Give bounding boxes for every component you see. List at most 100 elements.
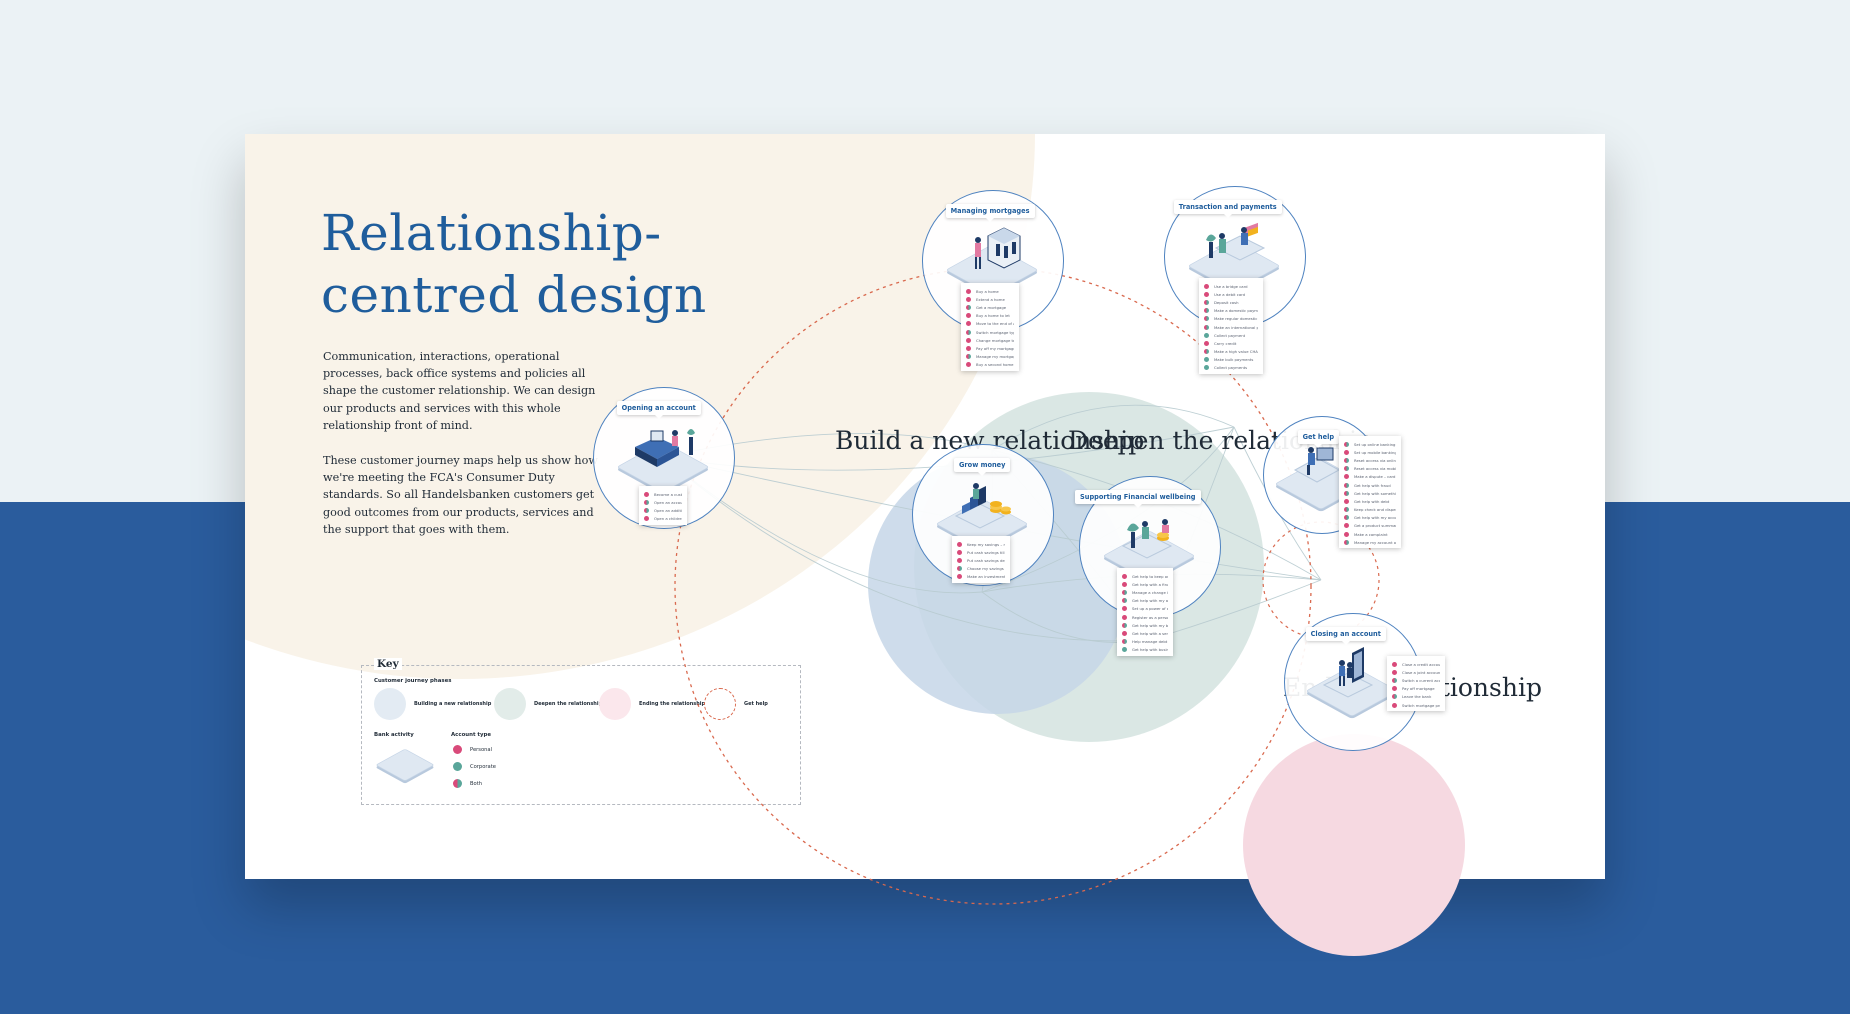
activity-item[interactable]: Get help with my account — [1344, 514, 1396, 522]
activity-item[interactable]: Help manage debt — [1122, 638, 1168, 646]
coins-stairs-icon — [948, 480, 1018, 540]
activity-item[interactable]: Close a credit account — [1392, 660, 1440, 668]
activity-item[interactable]: Change mortgage terms — [966, 336, 1014, 344]
activity-item[interactable]: Get help to keep on mortgage payments — [1122, 572, 1168, 580]
activity-item[interactable]: Become a customer — [644, 490, 682, 498]
activity-item[interactable]: Reset access via mobile banking — [1344, 465, 1396, 473]
both-dot-icon — [1204, 308, 1209, 314]
activity-item[interactable]: Set up online banking — [1344, 440, 1396, 448]
get-help-ring — [1262, 521, 1380, 639]
activity-item[interactable]: Make a dispute – card payment transactio… — [1344, 473, 1396, 481]
activity-item[interactable]: Get help with something else — [1344, 489, 1396, 497]
activity-text: Collect payments — [1214, 365, 1248, 371]
activity-item[interactable]: Switch mortgage provider — [1392, 701, 1440, 709]
activity-item[interactable]: Manage a change in financial circumstanc… — [1122, 588, 1168, 596]
corporate-dot-icon — [1204, 357, 1209, 363]
deepen-phase-label: Deepen the relationship — [1068, 426, 1374, 455]
corporate-dot-icon — [453, 762, 462, 771]
sofa-laptop-icon — [629, 423, 699, 477]
activity-item[interactable]: Put cash savings till later — [957, 548, 1005, 556]
activity-text: Get help with fraud — [1354, 482, 1391, 488]
activity-item[interactable]: Get help with fraud — [1344, 481, 1396, 489]
activity-item[interactable]: Make a domestic payment — [1204, 307, 1258, 315]
activity-item[interactable]: Pay off mortgage — [1392, 685, 1440, 693]
activity-item[interactable]: Keep my savings – regular account — [957, 540, 1005, 548]
activity-item[interactable]: Get a product summary — [1344, 522, 1396, 530]
activity-item[interactable]: Get a mortgage — [966, 303, 1014, 311]
activity-text: Become a customer — [654, 491, 682, 497]
key-build-swatch — [374, 688, 406, 720]
activity-item[interactable]: Manage my mortgage at maturity — [966, 353, 1014, 361]
end-phase-circle — [1243, 734, 1465, 956]
activity-item[interactable]: Buy a home — [966, 287, 1014, 295]
activity-text: Extend a home — [976, 296, 1005, 302]
activity-item[interactable]: Set up mobile banking — [1344, 448, 1396, 456]
activity-item[interactable]: Get help with a financial life event — [1122, 580, 1168, 588]
activity-item[interactable]: Buy a home to let — [966, 312, 1014, 320]
activity-item[interactable]: Carry credit — [1204, 339, 1258, 347]
activity-item[interactable]: Make bulk payments — [1204, 356, 1258, 364]
activity-item[interactable]: Keep check and dispense cash — [1344, 506, 1396, 514]
activity-item[interactable]: Move to the end of a fixed rate — [966, 320, 1014, 328]
activity-item[interactable]: Use a bridge card — [1204, 282, 1258, 290]
personal-dot-icon — [1122, 630, 1127, 636]
activity-item[interactable]: Collect payments — [1204, 364, 1258, 372]
activity-item[interactable]: Get help with my account changes — [1122, 597, 1168, 605]
activity-item[interactable]: Get help with debt — [1344, 497, 1396, 505]
activity-item[interactable]: Buy a second home — [966, 361, 1014, 369]
personal-dot-icon — [1122, 573, 1127, 579]
activity-item[interactable]: Get help with business difficulties — [1122, 646, 1168, 654]
activity-item[interactable]: Leave the bank — [1392, 693, 1440, 701]
activity-item[interactable]: Choose my savings term account — [957, 565, 1005, 573]
activity-item[interactable]: Switch a current account — [1392, 676, 1440, 684]
personal-dot-icon — [1204, 283, 1209, 289]
activity-text: Close a joint account — [1402, 669, 1440, 675]
activity-item[interactable]: Extend a home — [966, 295, 1014, 303]
activity-item[interactable]: Reset access via online banking — [1344, 456, 1396, 464]
activity-item[interactable]: Make a high value CHAPS payment — [1204, 348, 1258, 356]
house-keys-icon — [958, 226, 1028, 286]
activity-item[interactable]: Deposit cash — [1204, 298, 1258, 306]
activity-item[interactable]: Get help with my bills — [1122, 621, 1168, 629]
activity-item[interactable]: Make an international payment — [1204, 323, 1258, 331]
activity-item[interactable]: Use a debit card — [1204, 290, 1258, 298]
key-phases-heading: Customer journey phases — [374, 678, 452, 684]
activity-item[interactable]: Open an additional account — [644, 506, 682, 514]
relationship-diagram-card: Relationship- centred design Communicati… — [245, 134, 1605, 956]
both-dot-icon — [1344, 490, 1349, 496]
both-dot-icon — [1204, 349, 1209, 355]
activity-item[interactable]: Set up a power of attorney — [1122, 605, 1168, 613]
activity-text: Buy a home to let — [976, 313, 1010, 319]
personal-dot-icon — [1344, 474, 1349, 480]
activity-text: Get help to keep on mortgage payments — [1132, 573, 1168, 579]
activity-text: Carry credit — [1214, 340, 1237, 346]
activity-text: Get help with a financial life event — [1132, 581, 1168, 587]
activity-text: Close a credit account — [1402, 661, 1440, 667]
activity-item[interactable]: Make a complaint — [1344, 530, 1396, 538]
key-title: Key — [374, 658, 402, 670]
activity-text: Get help with my bills — [1132, 622, 1168, 628]
activity-item[interactable]: Open a children's account — [644, 515, 682, 523]
key-deepen-label: Deepen the relationship — [534, 701, 603, 707]
activity-item[interactable]: Close a joint account — [1392, 668, 1440, 676]
activity-item[interactable]: Switch mortgage type — [966, 328, 1014, 336]
activity-item[interactable]: Collect payment — [1204, 331, 1258, 339]
activity-item[interactable]: Get help with a serious illness — [1122, 629, 1168, 637]
activity-item[interactable]: Open an account — [644, 498, 682, 506]
activity-item[interactable]: Register as a person of attorney — [1122, 613, 1168, 621]
activity-item[interactable]: Make regular domestic payments — [1204, 315, 1258, 323]
personal-dot-icon — [1392, 686, 1397, 692]
personal-dot-icon — [1392, 669, 1397, 675]
activity-item[interactable]: Put cash savings deposits into — [957, 556, 1005, 564]
both-dot-icon — [1344, 507, 1349, 513]
activity-item[interactable]: Make an investment — [957, 573, 1005, 581]
node-label: Grow money — [954, 458, 1011, 476]
activity-text: Get help with my account — [1354, 515, 1396, 521]
journey-diagram: Build a new relationship Deepen the rela… — [245, 134, 1605, 956]
key-deepen-swatch — [494, 688, 526, 720]
card-payment-icon — [1200, 222, 1270, 282]
node-label: Transaction and payments — [1173, 200, 1282, 218]
activity-item[interactable]: Pay off my mortgage — [966, 344, 1014, 352]
activity-text: Manage a change in financial circumstanc… — [1132, 589, 1168, 595]
activity-item[interactable]: Manage my account online — [1344, 538, 1396, 546]
